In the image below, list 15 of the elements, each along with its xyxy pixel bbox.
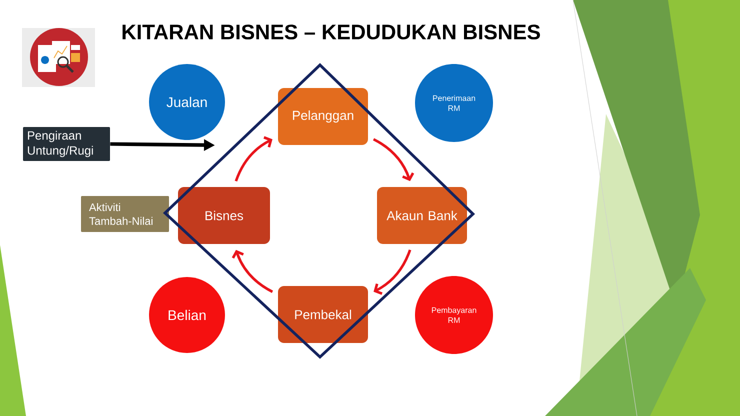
arrow xyxy=(372,138,414,182)
label-box: Aktiviti Tambah-Nilai xyxy=(81,196,169,232)
title: KITARAN BISNES – KEDUDUKAN BISNES xyxy=(122,24,540,40)
circle-node: Penerimaan RM xyxy=(415,64,493,142)
arrow xyxy=(232,250,274,293)
process-box: Bisnes xyxy=(178,187,270,244)
label-box: Pengiraan Untung/Rugi xyxy=(23,127,110,161)
process-box: Akaun Bank xyxy=(377,187,467,244)
arrow xyxy=(374,249,412,295)
process-box: Pembekal xyxy=(278,286,368,343)
circle-node: Jualan xyxy=(149,64,225,140)
arrow xyxy=(234,136,272,182)
process-box: Pelanggan xyxy=(278,88,368,145)
circle-node: Pembayaran RM xyxy=(415,276,493,354)
circle-node: Belian xyxy=(149,277,225,353)
